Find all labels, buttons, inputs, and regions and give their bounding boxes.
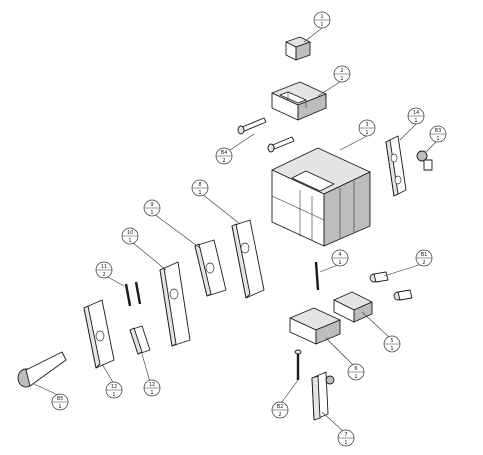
svg-text:B5: B5 — [57, 396, 64, 402]
balloon-3: 3 1 — [358, 119, 376, 137]
svg-text:2: 2 — [278, 412, 281, 418]
part-1-cap-block — [285, 36, 311, 61]
part-b1-screws — [369, 271, 413, 301]
balloon-9: 9 1 — [143, 199, 161, 217]
svg-text:B1: B1 — [421, 252, 428, 258]
part-b4-bolts — [237, 117, 295, 153]
svg-text:12: 12 — [111, 384, 117, 390]
svg-text:1: 1 — [150, 390, 153, 396]
svg-text:1: 1 — [436, 136, 439, 142]
svg-text:1: 1 — [128, 238, 131, 244]
svg-text:B3: B3 — [435, 128, 442, 134]
balloon-b2: B2 2 — [271, 401, 289, 419]
balloon-b3: B3 1 — [429, 125, 447, 143]
svg-text:1: 1 — [112, 392, 115, 398]
svg-text:8: 8 — [198, 182, 201, 188]
part-11-springs — [124, 281, 142, 307]
svg-text:2: 2 — [222, 158, 225, 164]
part-2-channel-block — [271, 81, 327, 121]
svg-text:7: 7 — [344, 432, 347, 438]
svg-text:10: 10 — [127, 230, 133, 236]
part-3-main-body — [271, 147, 371, 247]
svg-text:3: 3 — [365, 122, 368, 128]
svg-text:1: 1 — [344, 440, 347, 446]
svg-text:2: 2 — [102, 272, 105, 278]
balloon-12a: 12 1 — [105, 381, 123, 399]
part-4-pin — [314, 261, 320, 291]
part-5-block — [333, 291, 373, 323]
balloon-b4: B4 2 — [215, 147, 233, 165]
svg-text:14: 14 — [413, 110, 419, 116]
balloon-1: 1 1 — [313, 11, 331, 29]
svg-text:1: 1 — [338, 260, 341, 266]
balloon-b5: B5 1 — [51, 393, 69, 411]
balloon-8: 8 1 — [191, 179, 209, 197]
svg-text:1: 1 — [198, 190, 201, 196]
part-b5-long-bolt — [17, 351, 67, 388]
svg-text:1: 1 — [414, 118, 417, 124]
svg-text:1: 1 — [354, 374, 357, 380]
leader-lines — [33, 27, 437, 433]
balloon-5: 5 1 — [383, 335, 401, 353]
part-9-plate — [194, 239, 227, 297]
part-7-post — [311, 371, 335, 421]
svg-text:B2: B2 — [277, 404, 284, 410]
balloon-12b: 12 1 — [143, 379, 161, 397]
svg-text:1: 1 — [150, 210, 153, 216]
part-14-slotted-link — [385, 135, 407, 197]
svg-text:9: 9 — [150, 202, 153, 208]
svg-text:11: 11 — [101, 264, 107, 270]
svg-text:1: 1 — [390, 346, 393, 352]
part-12-clip — [129, 325, 151, 355]
balloon-6: 6 1 — [347, 363, 365, 381]
part-b2-screws — [294, 349, 302, 380]
svg-text:1: 1 — [320, 22, 323, 28]
part-b3-screw — [416, 150, 433, 171]
svg-text:B4: B4 — [221, 150, 228, 156]
balloon-4: 4 1 — [331, 249, 349, 267]
svg-text:1: 1 — [340, 76, 343, 82]
svg-text:1: 1 — [58, 404, 61, 410]
balloon-7: 7 1 — [337, 429, 355, 447]
balloon-2: 2 1 — [333, 65, 351, 83]
part-10-plate — [159, 261, 191, 347]
svg-text:1: 1 — [320, 14, 323, 20]
part-6-block — [289, 307, 341, 345]
svg-text:12: 12 — [149, 382, 155, 388]
balloon-10: 10 1 — [121, 227, 139, 245]
svg-text:4: 4 — [338, 252, 341, 258]
svg-text:2: 2 — [340, 68, 343, 74]
svg-text:2: 2 — [422, 260, 425, 266]
balloon-14: 14 1 — [407, 107, 425, 125]
svg-text:6: 6 — [354, 366, 357, 372]
svg-text:1: 1 — [365, 130, 368, 136]
part-8-plate — [231, 219, 265, 299]
part-12-bracket — [83, 299, 115, 369]
balloon-b1: B1 2 — [415, 249, 433, 267]
balloon-11: 11 2 — [95, 261, 113, 279]
svg-text:5: 5 — [390, 338, 393, 344]
